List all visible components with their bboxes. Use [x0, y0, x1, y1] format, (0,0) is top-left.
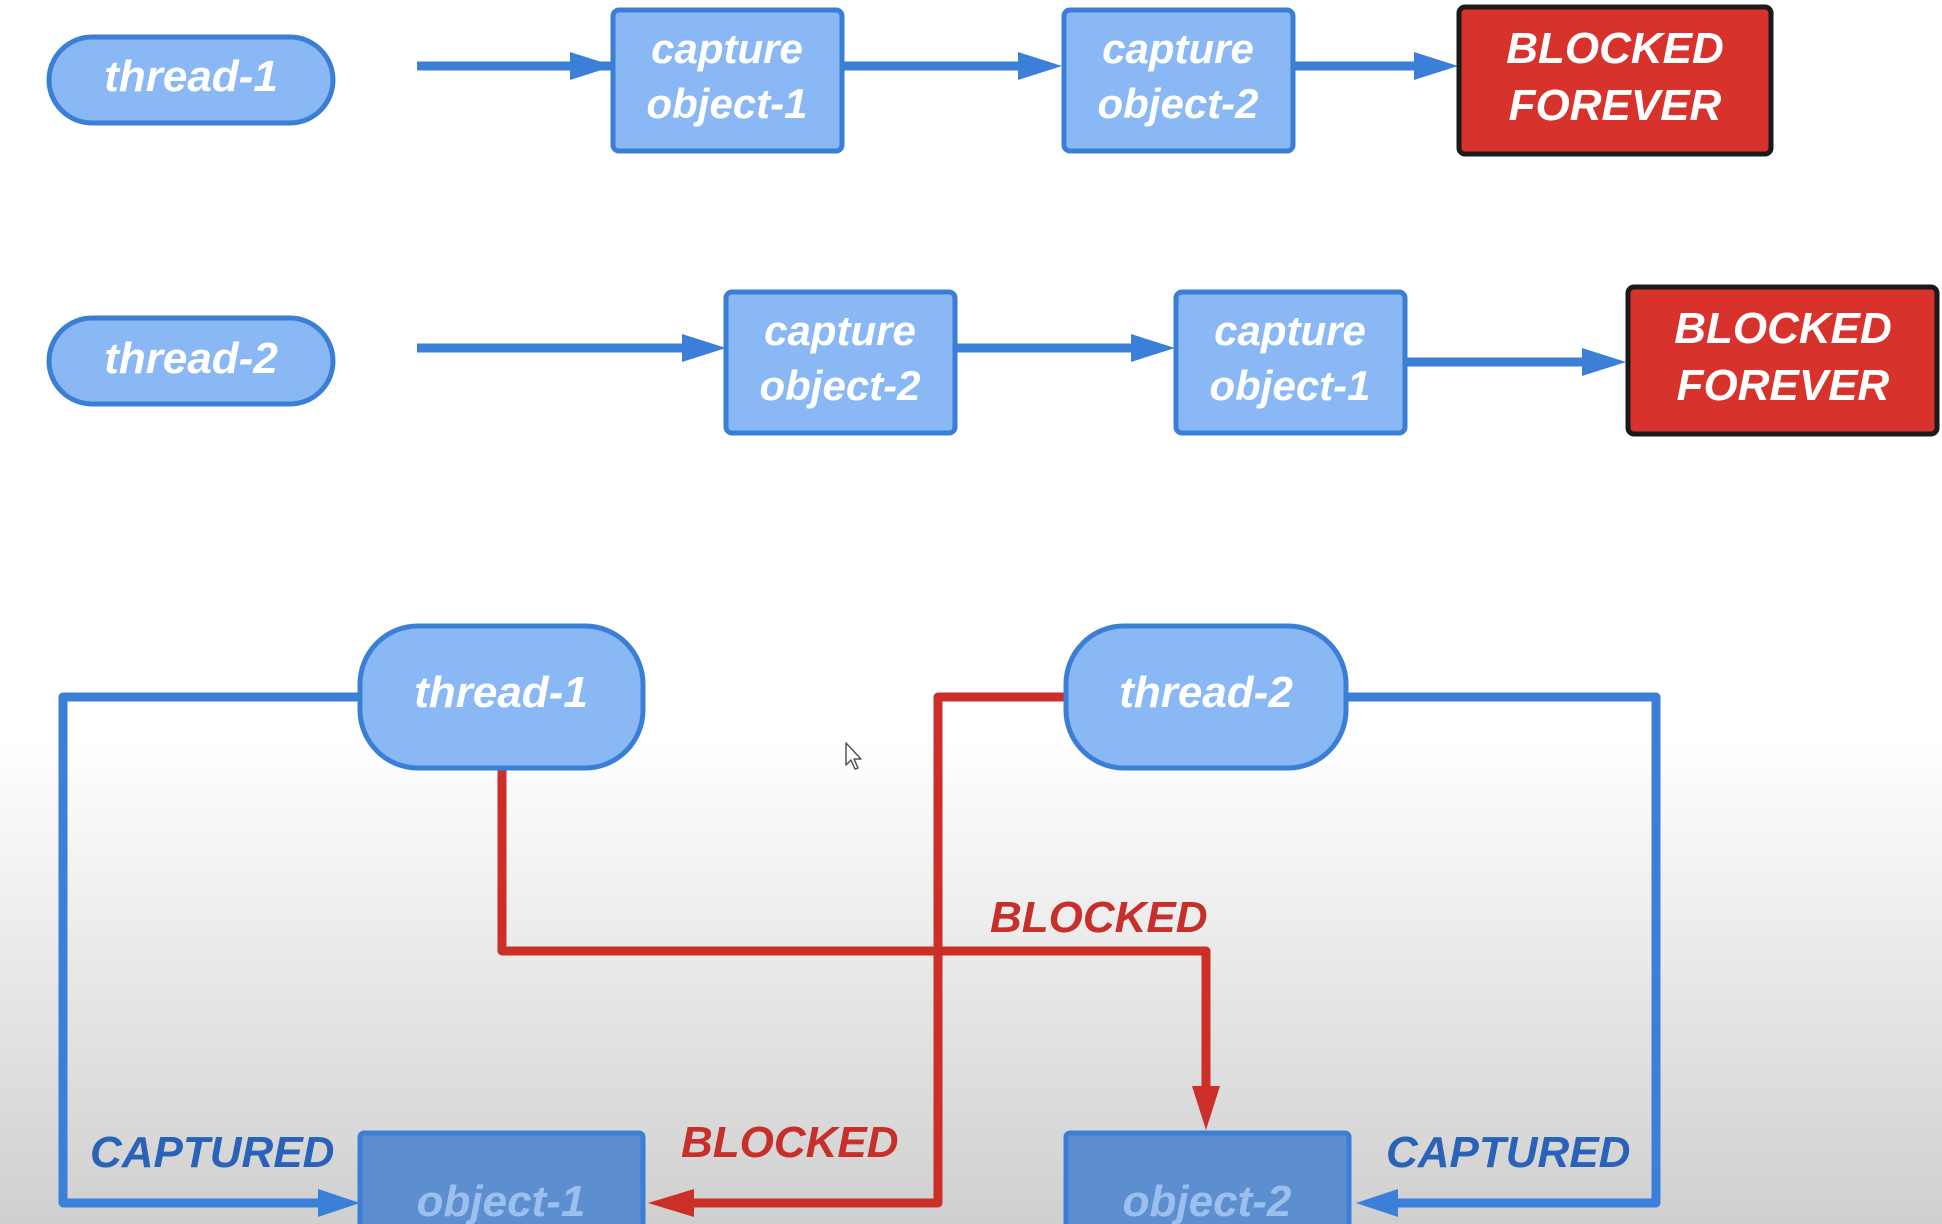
arrow-1-head [570, 52, 614, 80]
capture-object-1-box [610, 7, 845, 154]
blocked-label-top: BLOCKED [990, 893, 1208, 942]
sequence-2: thread-2 capture object-2 capture object… [46, 284, 1940, 437]
deadlock-cycle: thread-1 thread-2 object-1 object-2 CAPT… [58, 623, 1661, 1224]
arrow-3-head [1414, 52, 1458, 80]
captured-edge-right-head [1356, 1189, 1398, 1217]
blocked-edge-thread-1-head [1192, 1086, 1220, 1130]
deadlock-thread-2-label: thread-2 [1119, 668, 1293, 717]
capture-object-2b-line1: capture [764, 307, 916, 354]
blocked-forever-box-2 [1625, 284, 1940, 437]
blocked-forever-1-line2: FOREVER [1509, 81, 1722, 130]
blocked-edge-thread-2-head [648, 1189, 694, 1217]
deadlock-thread-1-node [357, 623, 646, 771]
arrow-5-head [1131, 334, 1175, 362]
object-1-label: object-1 [417, 1177, 586, 1224]
blocked-edge-thread-1 [497, 768, 1211, 1086]
captured-label-right: CAPTURED [1386, 1128, 1630, 1177]
capture-object-2-line1: capture [1102, 25, 1254, 72]
object-2-node [1063, 1130, 1352, 1224]
capture-object-2b-line2: object-2 [759, 362, 920, 409]
captured-edge-left [58, 692, 360, 1208]
captured-edge-left-head [318, 1189, 360, 1217]
capture-object-1b-line2: object-1 [1209, 362, 1370, 409]
object-2-label: object-2 [1123, 1177, 1292, 1224]
arrow-6-head [1582, 348, 1626, 376]
object-1-node [357, 1130, 646, 1224]
capture-object-1-line1: capture [651, 25, 803, 72]
blocked-forever-2-line2: FOREVER [1677, 361, 1890, 410]
background-fade [0, 740, 1942, 1224]
thread-1-label: thread-1 [104, 52, 278, 101]
capture-object-1b-line1: capture [1214, 307, 1366, 354]
captured-label-left: CAPTURED [90, 1128, 334, 1177]
captured-edge-right [1345, 692, 1661, 1208]
blocked-forever-1-line1: BLOCKED [1506, 24, 1724, 73]
mouse-pointer-icon [845, 742, 862, 770]
blocked-forever-2-line1: BLOCKED [1674, 304, 1892, 353]
capture-object-2-box-b [723, 289, 958, 436]
sequence-1: thread-1 capture object-1 capture object… [46, 4, 1774, 157]
thread-2-label: thread-2 [104, 334, 278, 383]
blocked-forever-box-1 [1456, 4, 1774, 157]
arrow-2-head [1018, 52, 1062, 80]
blocked-label-bottom: BLOCKED [681, 1118, 899, 1167]
capture-object-1-line2: object-1 [646, 80, 807, 127]
arrow-4-head [682, 334, 726, 362]
thread-2-pill [46, 315, 336, 407]
capture-object-2-line2: object-2 [1097, 80, 1258, 127]
capture-object-2-box [1061, 7, 1296, 154]
thread-1-pill [46, 34, 336, 126]
deadlock-thread-2-node [1063, 623, 1349, 771]
deadlock-thread-1-label: thread-1 [414, 668, 588, 717]
